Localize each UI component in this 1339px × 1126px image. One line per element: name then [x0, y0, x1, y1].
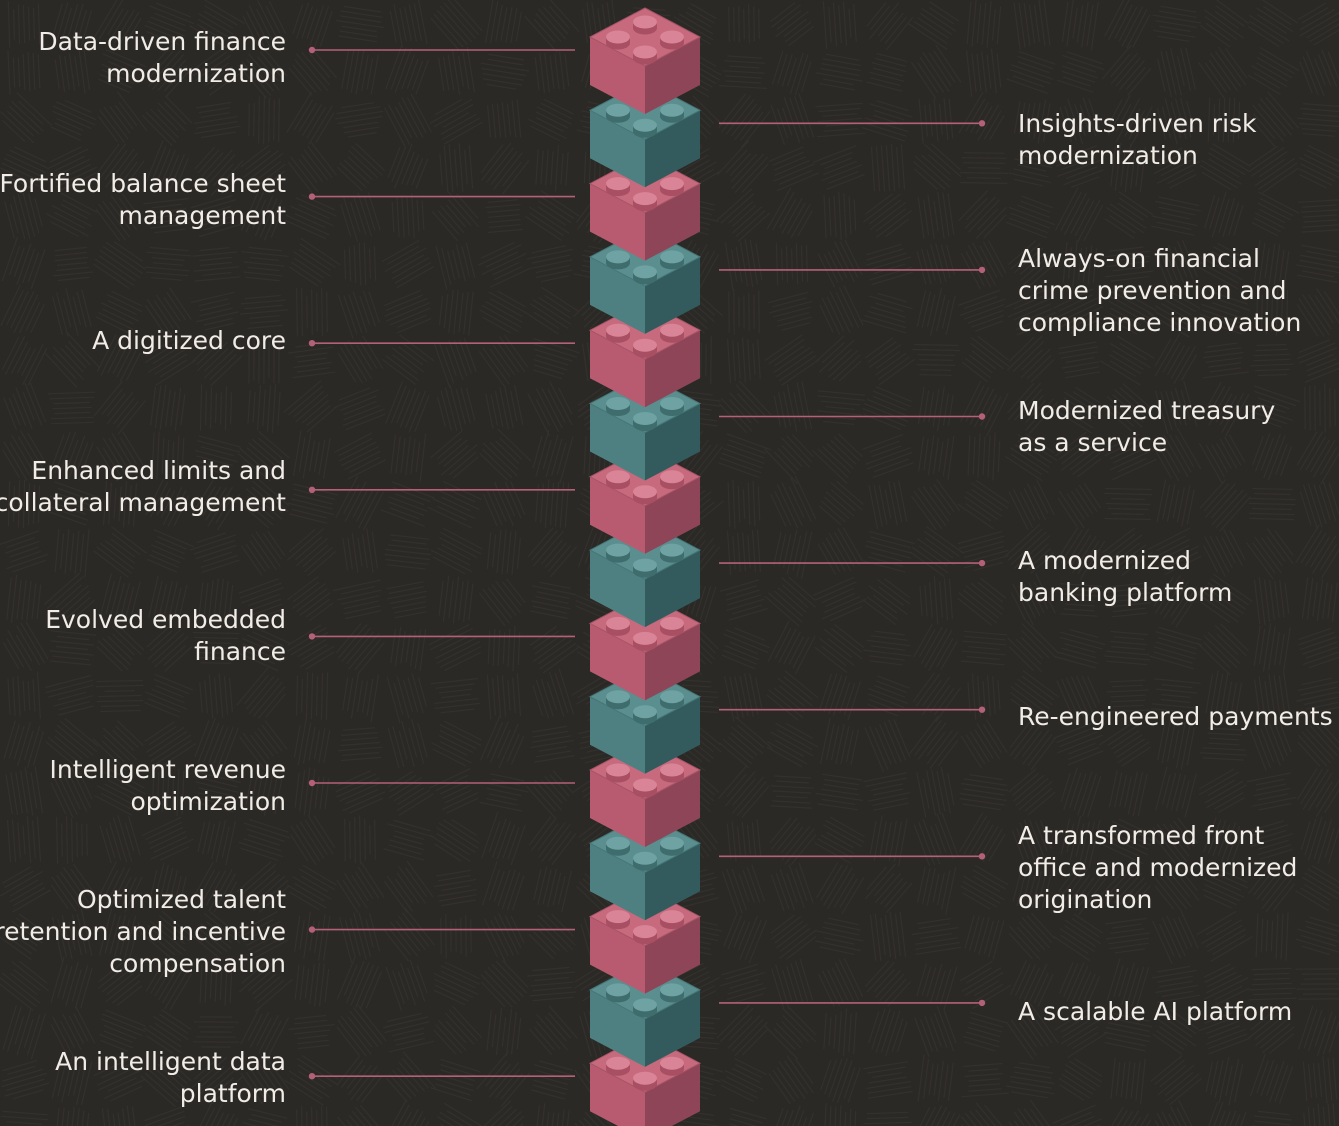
brick-stud: [633, 558, 657, 578]
brick-stud: [633, 631, 657, 651]
brick-stud: [660, 910, 684, 930]
left-label-4: Enhanced limits and collateral managemen…: [0, 456, 286, 517]
brick-stud: [660, 983, 684, 1003]
brick-stud: [633, 338, 657, 358]
brick-stud: [606, 103, 630, 123]
brick-stud: [660, 763, 684, 783]
brick-stud: [606, 690, 630, 710]
brick-stud: [660, 30, 684, 50]
right-label-4: A modernized banking platform: [1018, 546, 1233, 607]
left-label-5: Evolved embedded finance: [45, 605, 286, 666]
brick-stud: [606, 177, 630, 197]
brick-stud: [606, 323, 630, 343]
brick-stud: [606, 397, 630, 416]
brick-stud: [606, 910, 630, 930]
brick-stud: [606, 836, 630, 856]
brick-stud: [606, 1056, 630, 1076]
brick-stud: [633, 412, 657, 431]
brick-stud: [633, 778, 657, 798]
brick-stud: [660, 103, 684, 123]
left-connector-1: [308, 46, 575, 54]
left-label-2: Fortified balance sheet management: [0, 169, 286, 230]
brick-stud: [633, 15, 657, 35]
brick-stud: [633, 998, 657, 1018]
right-label-5: Re-engineered payments: [1018, 702, 1333, 731]
brick-stud: [606, 543, 630, 563]
right-label-2: Always-on financial crime prevention and…: [1018, 244, 1302, 337]
brick-stud: [660, 690, 684, 710]
brick-stud: [660, 836, 684, 856]
right-connector-1: [719, 120, 986, 127]
brick-stud: [633, 851, 657, 871]
right-connector-4: [719, 559, 986, 567]
right-label-6: A transformed front office and modernize…: [1018, 821, 1298, 914]
brick-stud: [633, 118, 657, 138]
brick-stud: [660, 470, 684, 490]
brick-stud: [633, 45, 657, 65]
brick-stud: [660, 177, 684, 197]
right-label-7: A scalable AI platform: [1018, 997, 1293, 1026]
brick-stud: [660, 250, 684, 270]
brick-stud: [633, 705, 657, 725]
left-connector-8: [308, 1073, 575, 1080]
brick-stud: [660, 616, 684, 636]
brick-stud: [633, 265, 657, 285]
right-connector-5: [719, 706, 986, 713]
left-connector-2: [308, 193, 575, 200]
left-connector-4: [308, 486, 575, 493]
left-label-8: An intelligent data platform: [55, 1047, 286, 1108]
brick-stud: [633, 1071, 657, 1091]
brick-stud: [633, 925, 657, 945]
left-connector-7: [308, 926, 575, 933]
left-connector-6: [308, 779, 575, 787]
brick-stud: [606, 763, 630, 783]
brick-stud: [660, 543, 684, 563]
right-label-1: Insights-driven risk modernization: [1018, 109, 1257, 170]
right-connector-2: [719, 266, 986, 274]
right-connector-7: [719, 999, 986, 1007]
brick-stud: [660, 1056, 684, 1076]
right-connector-3: [719, 413, 986, 420]
brick-pink-1: [588, 7, 702, 114]
brick-stud: [606, 30, 630, 50]
brick-stud: [660, 397, 684, 416]
left-label-7: Optimized talent retention and incentive…: [0, 885, 286, 978]
left-label-3: A digitized core: [92, 326, 286, 355]
brick-stud: [633, 485, 657, 505]
left-label-6: Intelligent revenue optimization: [49, 755, 286, 816]
right-connector-6: [719, 853, 986, 860]
brick-stud: [606, 983, 630, 1003]
brick-stud: [606, 470, 630, 490]
left-label-1: Data-driven finance modernization: [38, 27, 286, 88]
brick-stud: [633, 192, 657, 212]
right-label-3: Modernized treasury as a service: [1018, 396, 1276, 457]
brick-stud: [606, 616, 630, 636]
left-connector-3: [308, 340, 575, 347]
left-connector-5: [308, 633, 575, 640]
brick-stud: [606, 250, 630, 270]
brick-stud: [660, 323, 684, 343]
